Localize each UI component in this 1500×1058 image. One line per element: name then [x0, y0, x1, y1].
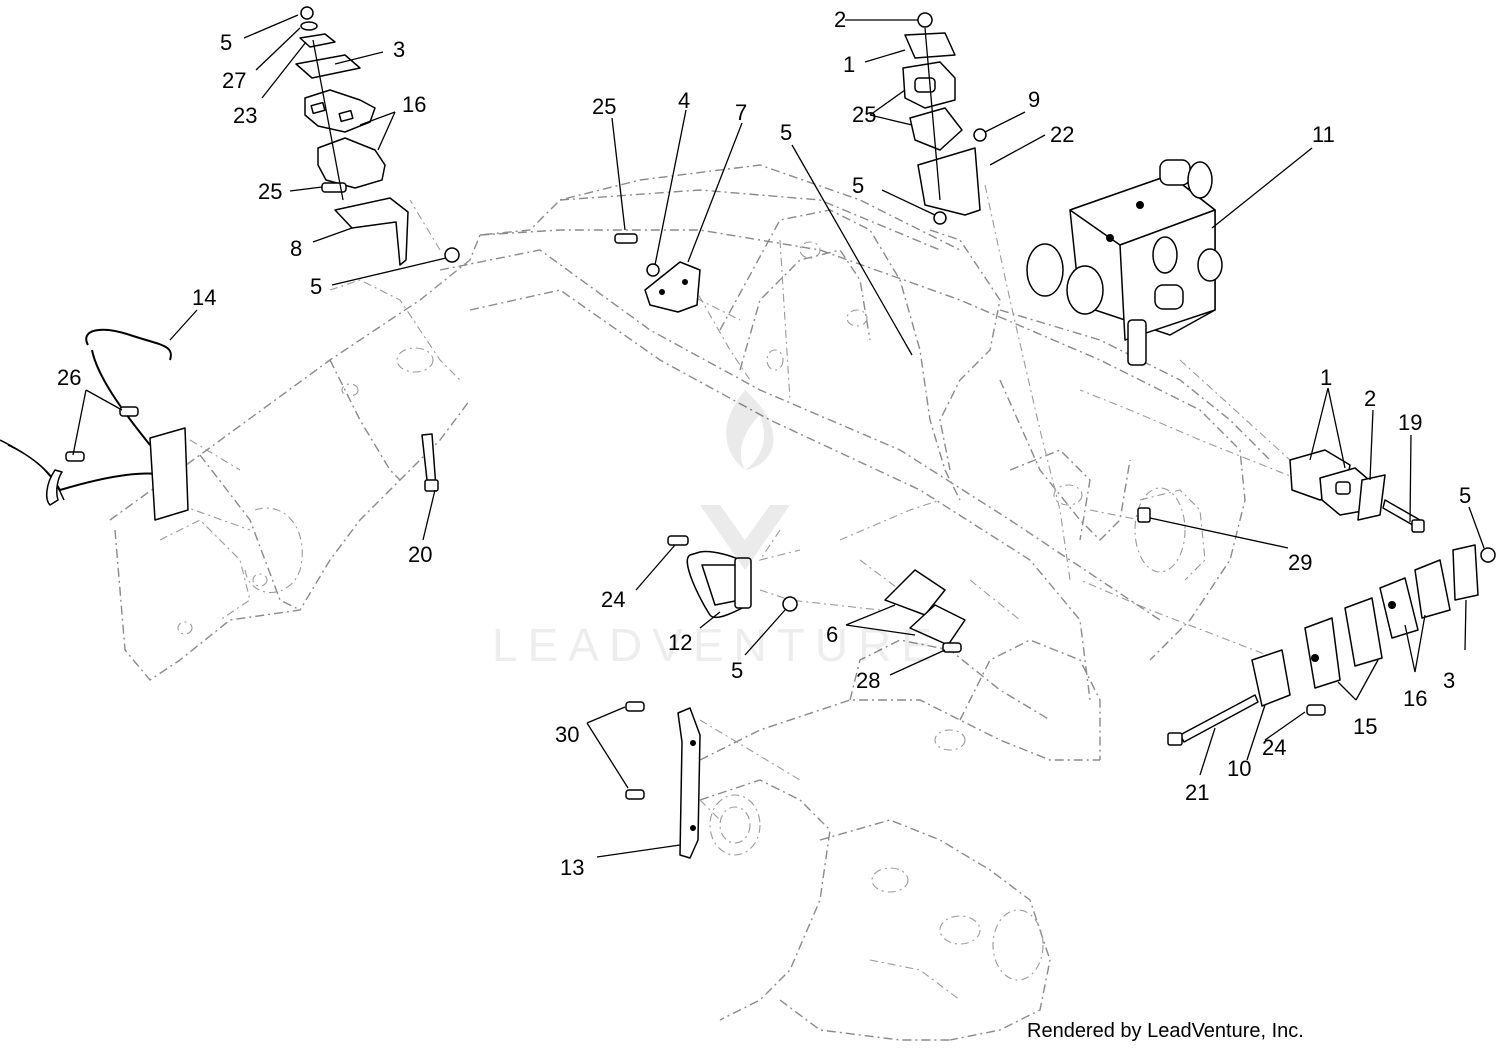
callout-label: 3 [393, 37, 405, 62]
callout-label: 24 [1262, 735, 1286, 760]
callout-label: 22 [1050, 122, 1074, 147]
callout-label: 6 [826, 622, 838, 647]
callout-label: 16 [402, 92, 426, 117]
callout-label: 9 [1028, 87, 1040, 112]
callout-label: 5 [852, 173, 864, 198]
callout-label: 23 [233, 103, 257, 128]
callout-label: 25 [852, 102, 876, 127]
callout-label: 26 [57, 365, 81, 390]
callout-label: 14 [192, 285, 216, 310]
callout-label: 25 [258, 179, 282, 204]
callout-label: 25 [592, 94, 616, 119]
render-credit: Rendered by LeadVenture, Inc. [1027, 1020, 1304, 1042]
frame-outline [109, 164, 1301, 1041]
callout-leaders [72, 14, 1485, 858]
hydraulic-valve-11 [1026, 159, 1223, 366]
handle-12 [667, 535, 798, 619]
callout-label: 15 [1353, 714, 1377, 739]
callout-label: 2 [1364, 386, 1376, 411]
callout-label: 24 [601, 587, 625, 612]
callout-labels: 5 27 23 3 16 25 8 5 14 26 20 25 4 7 5 2 … [57, 7, 1471, 880]
callout-label: 7 [735, 100, 747, 125]
clamp-6 [884, 569, 966, 653]
mount-stack-left [295, 6, 460, 266]
callout-label: 5 [310, 274, 322, 299]
callout-label: 1 [843, 52, 855, 77]
clamp-stack-2 [1167, 544, 1496, 746]
bracket-7 [614, 233, 701, 313]
callout-label: 5 [220, 30, 232, 55]
bracket-13 [625, 701, 701, 859]
callout-label: 20 [408, 542, 432, 567]
callout-label: 12 [668, 630, 692, 655]
callout-label: 5 [1459, 483, 1471, 508]
watermark: LEADVENTURE [492, 619, 942, 671]
mount-stack-right [902, 12, 987, 225]
callout-label: 29 [1288, 550, 1312, 575]
callout-label: 28 [856, 668, 880, 693]
bolt-29 [1137, 507, 1151, 523]
clamp-stack-1 [1289, 449, 1425, 533]
callout-label: 3 [1443, 668, 1455, 693]
callout-label: 1 [1320, 365, 1332, 390]
hose-bracket-14 [0, 328, 189, 521]
callout-label: 5 [780, 120, 792, 145]
callout-label: 21 [1185, 780, 1209, 805]
callout-label: 2 [834, 7, 846, 32]
callout-label: 13 [560, 855, 584, 880]
callout-label: 16 [1403, 686, 1427, 711]
bolt-20 [421, 433, 439, 492]
watermark-logo [700, 390, 790, 570]
callout-label: 27 [222, 68, 246, 93]
callout-label: 8 [290, 236, 302, 261]
callout-label: 10 [1227, 756, 1251, 781]
callout-label: 19 [1398, 410, 1422, 435]
callout-label: 11 [1312, 122, 1335, 147]
callout-label: 4 [678, 88, 690, 113]
callout-label: 5 [731, 658, 743, 683]
callout-label: 30 [555, 722, 579, 747]
